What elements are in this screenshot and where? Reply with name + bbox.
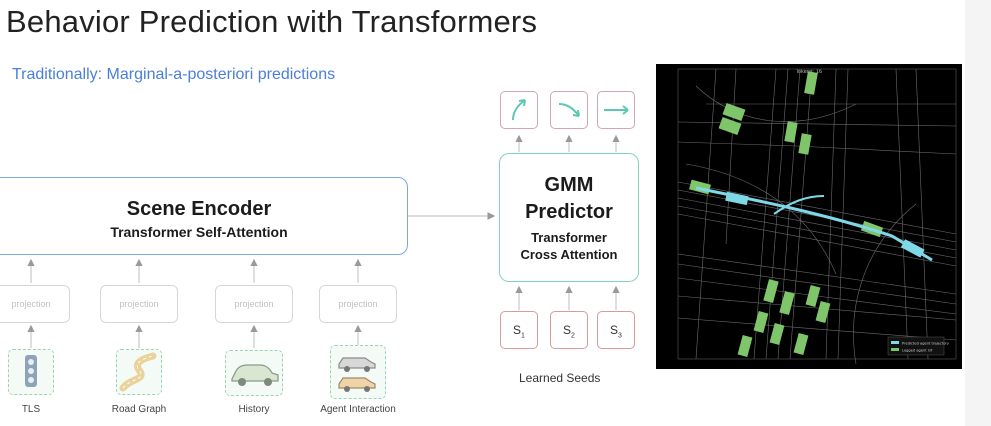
output-trajectory-2	[550, 91, 588, 129]
legend-logged: Logged agent GT	[902, 349, 934, 353]
projection-box-road-graph: projection	[100, 285, 178, 323]
gmm-predictor-box: GMM Predictor Transformer Cross Attentio…	[499, 153, 639, 282]
right-edge-panel	[965, 0, 991, 426]
slide-subtitle: Traditionally: Marginal-a-posteriori pre…	[12, 66, 336, 83]
predicted-trajectory	[695, 186, 933, 262]
predictor-label: Predictor	[525, 201, 613, 223]
traffic-light-icon	[25, 355, 37, 387]
scene-visualization: Tokens: 16	[656, 64, 962, 369]
scene-encoder-box: Scene Encoder Transformer Self-Attention	[0, 177, 408, 255]
projection-box-tls: projection	[0, 285, 70, 323]
agent-interaction-label: Agent Interaction	[320, 404, 396, 415]
two-cars-icon	[338, 357, 376, 392]
slide-title: Behavior Prediction with Transformers	[6, 4, 538, 39]
scene-visualization-canvas: Tokens: 16	[677, 68, 957, 365]
seed-3-letter: S	[610, 323, 619, 337]
seed-2-letter: S	[563, 323, 572, 337]
seed-1: S1	[500, 311, 538, 349]
road-graph-label: Road Graph	[111, 404, 167, 415]
car-icon	[231, 364, 279, 386]
scene-encoder-title: Scene Encoder	[126, 198, 272, 220]
transformer-label: Transformer	[531, 230, 607, 245]
seed-1-index: 1	[521, 332, 525, 340]
output-trajectory-1	[500, 91, 538, 129]
seed-1-letter: S	[513, 323, 522, 337]
cross-attention-label: Cross Attention	[520, 247, 618, 262]
tls-label: TLS	[21, 404, 41, 415]
straight-arrow-icon	[604, 105, 629, 115]
road-icon	[119, 352, 157, 392]
curve-up-arrow-icon	[512, 99, 526, 121]
projection-box-agent-interaction: projection	[319, 285, 397, 323]
projection-box-history: projection	[215, 285, 293, 323]
predicted-agents	[725, 191, 925, 258]
history-input	[225, 350, 283, 396]
seed-2-index: 2	[571, 332, 575, 340]
seed-3: S3	[597, 311, 635, 349]
road-lines	[677, 68, 957, 365]
history-label: History	[238, 404, 270, 415]
seed-3-index: 3	[618, 332, 622, 340]
output-trajectory-3	[597, 91, 635, 129]
road-graph-input	[116, 349, 162, 395]
scene-encoder-subtitle: Transformer Self-Attention	[110, 224, 288, 240]
legend-predicted: Predicted agent trajectory	[902, 342, 950, 346]
gmm-label: GMM	[544, 174, 594, 196]
viz-legend: Predicted agent trajectory Logged agent …	[887, 336, 950, 356]
learned-seeds-caption: Learned Seeds	[519, 371, 601, 385]
agent-interaction-input	[330, 345, 386, 399]
logged-agents	[689, 71, 884, 357]
seed-2: S2	[550, 311, 588, 349]
curve-down-arrow-icon	[558, 103, 580, 117]
tls-input	[8, 349, 54, 395]
